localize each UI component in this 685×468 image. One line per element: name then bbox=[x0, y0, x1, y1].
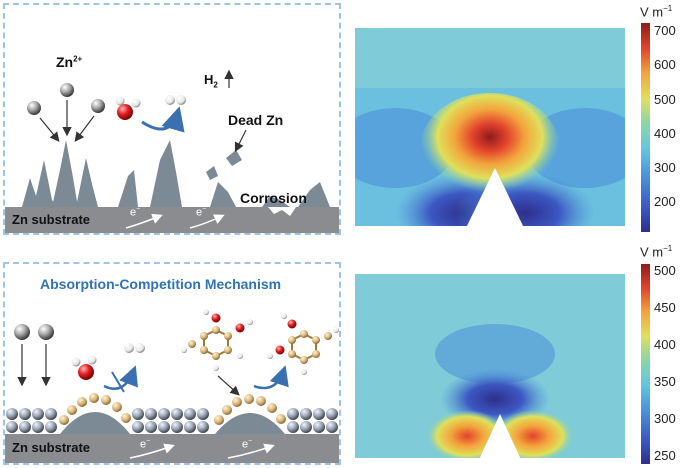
dendrite-tip-shape bbox=[465, 168, 525, 230]
water-hydrogen-atom bbox=[115, 96, 125, 106]
water-hydrogen-atom bbox=[131, 98, 141, 108]
water-oxygen-atom bbox=[117, 104, 133, 120]
electron-label: e− bbox=[140, 438, 151, 451]
zn-bumps bbox=[60, 412, 285, 434]
electric-field-map-bottom bbox=[355, 274, 625, 464]
colorbar-tick: 400 bbox=[654, 126, 676, 141]
mechanism-title: Absorption-Competition Mechanism bbox=[40, 276, 282, 292]
colorbar-tick: 350 bbox=[654, 374, 676, 389]
electron-flow-arrow bbox=[125, 213, 163, 229]
hydrogen-atom bbox=[135, 343, 145, 353]
dead-zn-fragments bbox=[206, 150, 242, 180]
bottom-schematic-panel bbox=[3, 262, 341, 465]
hydrogen-atom bbox=[165, 95, 175, 105]
dead-zn-label: Dead Zn bbox=[228, 112, 284, 128]
colorbar-tick: 300 bbox=[654, 411, 676, 426]
corrosion-pits bbox=[268, 207, 296, 216]
hydrogen-atom bbox=[176, 95, 186, 105]
bump-tip-shape bbox=[477, 414, 523, 464]
colorbar-tick: 250 bbox=[654, 448, 676, 463]
water-hydrogen-atom bbox=[71, 357, 81, 367]
top-schematic-panel bbox=[3, 3, 341, 235]
colorbar-tick: 300 bbox=[654, 160, 676, 175]
colorbar-unit-bottom: V m−1 bbox=[640, 244, 673, 260]
substrate-label-top: Zn substrate bbox=[12, 212, 91, 227]
colorbar-unit-top: V m−1 bbox=[640, 4, 673, 20]
water-oxygen-atom bbox=[78, 364, 94, 380]
hydrogen-atom bbox=[124, 343, 134, 353]
desorption-arrow bbox=[253, 365, 289, 390]
adsorbed-molecule-layer bbox=[59, 393, 286, 425]
h2-label: H2 bbox=[204, 72, 218, 90]
electron-flow-arrow bbox=[189, 214, 225, 229]
deposition-arrow bbox=[39, 117, 60, 142]
colorbar-bottom bbox=[641, 264, 650, 464]
electric-field-map-top bbox=[355, 28, 625, 230]
zn-ion-sphere bbox=[14, 324, 30, 340]
zn-ion-sphere bbox=[91, 99, 105, 113]
electron-flow-arrow bbox=[129, 443, 175, 459]
dead-zn-pointer bbox=[234, 129, 247, 153]
electron-flow-arrow bbox=[227, 443, 275, 459]
zn-ion-sphere bbox=[38, 324, 54, 340]
colorbar-tick: 700 bbox=[654, 23, 676, 38]
zn-atom-layer bbox=[6, 408, 338, 433]
colorbar-tick: 600 bbox=[654, 57, 676, 72]
colorbar-tick: 500 bbox=[654, 263, 676, 278]
electron-label: e− bbox=[242, 438, 253, 451]
zn-ion-label: Zn2+ bbox=[56, 54, 83, 70]
colorbar-tick: 200 bbox=[654, 194, 676, 209]
colorbar-tick: 500 bbox=[654, 92, 676, 107]
blocked-cross bbox=[111, 371, 125, 393]
colorbar-tick: 400 bbox=[654, 337, 676, 352]
water-hydrogen-atom bbox=[87, 355, 97, 365]
zn-substrate-top bbox=[5, 207, 339, 233]
reaction-arrow bbox=[141, 106, 185, 133]
zn-ion-sphere bbox=[27, 101, 41, 115]
colorbar-tick: 450 bbox=[654, 300, 676, 315]
deposition-arrow bbox=[74, 115, 95, 142]
corrosion-label: Corrosion bbox=[240, 190, 307, 206]
electron-label: e− bbox=[196, 206, 207, 219]
organic-additive-molecule bbox=[181, 309, 253, 371]
electron-label: e− bbox=[130, 206, 141, 219]
colorbar-top bbox=[641, 23, 650, 232]
zn-dendrites bbox=[22, 140, 330, 207]
substrate-label-bottom: Zn substrate bbox=[12, 440, 91, 455]
organic-additive-molecule bbox=[267, 313, 339, 375]
zn-ion-sphere bbox=[60, 83, 74, 97]
adsorption-pointer bbox=[217, 375, 240, 396]
